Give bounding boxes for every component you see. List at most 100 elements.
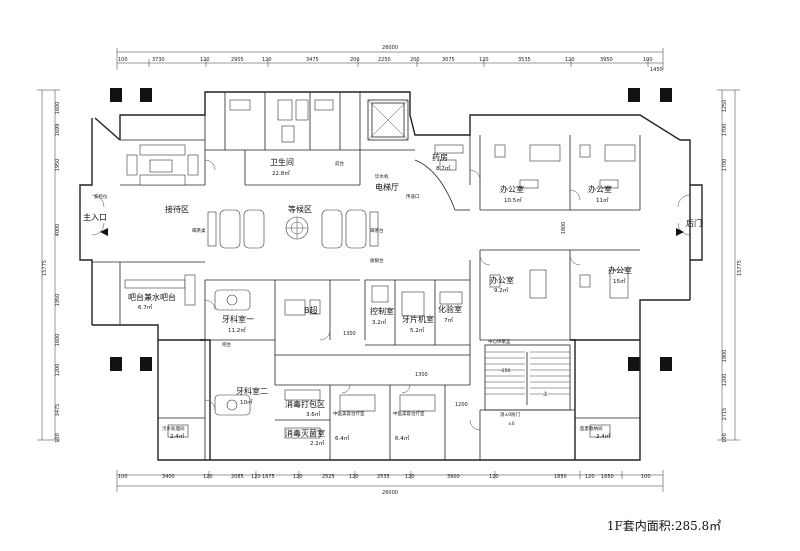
room-office2-name: 办公室 [588, 184, 612, 194]
room-lab-name: 化验室 [438, 304, 462, 314]
dim-top-9: 3075 [442, 57, 455, 63]
room-sterile-pack-name: 消毒打包区 [285, 399, 325, 409]
dim-bottom-8: 120 [349, 474, 359, 480]
dim-left-5: 1600 [55, 334, 61, 347]
room-waiting-name: 等候区 [288, 204, 312, 214]
label-stair-elev: -150 [500, 368, 510, 374]
room-main-entrance-name: 主入口 [83, 212, 107, 222]
room-tcm1-area: 6.4㎡ [335, 434, 350, 442]
right-dimension-lines [717, 89, 740, 441]
room-office3-area: 9.2㎡ [494, 286, 509, 294]
room-sewage-area: 2.4㎡ [170, 432, 185, 440]
dim-right-5: 1200 [722, 374, 728, 387]
dim-right-1: 1700 [722, 124, 728, 137]
room-bathroom-name: 卫生间 [270, 157, 294, 167]
top-dimension-lines [116, 48, 664, 70]
dim-right-total: 15775 [737, 260, 743, 276]
dim-top-6: 200 [350, 57, 360, 63]
floor-area-caption: 1F套内面积:285.8㎡ [607, 519, 721, 533]
dim-top-3: 2905 [231, 57, 244, 63]
dim-bottom-7: 2525 [322, 474, 335, 480]
dim-top-13: 3950 [600, 57, 613, 63]
dim-top-10: 120 [479, 57, 489, 63]
room-lab-area: 7㎡ [444, 316, 453, 324]
room-tcm1-name: 中医美容治疗室 [333, 410, 365, 417]
room-pharmacy-area: 8.7㎡ [436, 164, 451, 172]
dim-left-3: 4000 [55, 224, 61, 237]
dim-bottom-11: 3900 [447, 474, 460, 480]
structural-columns [110, 88, 672, 371]
room-office4-area: 15㎡ [613, 277, 626, 285]
room-sewage-name: 污水处理间 [162, 425, 185, 432]
dim-bottom-13: 1850 [554, 474, 567, 480]
dim-left-2: 1950 [55, 159, 61, 172]
dim-bottom-15: 1650 [601, 474, 614, 480]
room-office1-name: 办公室 [500, 184, 524, 194]
main-entrance-text: 主入口 [83, 212, 107, 222]
room-dental2-area: 10㎡ [240, 398, 253, 406]
dim-right-4: 1900 [722, 350, 728, 363]
label-duct: 传递口 [406, 193, 420, 200]
dim-bottom-5: 1875 [262, 474, 275, 480]
room-bar-area: 6.7㎡ [138, 303, 153, 311]
room-sterile-supply-area: 2.2㎡ [310, 439, 325, 447]
room-back-door-name: 后门 [686, 218, 702, 228]
dim-right-0: 1250 [722, 100, 728, 113]
room-sterile-pack-area: 3.6㎡ [306, 410, 321, 418]
room-dental1-area: 11.2㎡ [228, 326, 246, 334]
dim-right-2: 1700 [722, 159, 728, 172]
dim-bottom-4: 120 [251, 474, 261, 480]
room-office3-name: 办公室 [490, 275, 514, 285]
room-waste-name: 医废收纳间 [580, 425, 603, 432]
room-pharmacy-name: 药房 [432, 152, 448, 162]
room-dental-xray-name: 牙片机室 [402, 314, 434, 324]
label-corridor-1200: 1200 [455, 402, 468, 408]
dim-left-4: 1950 [55, 294, 61, 307]
dim-bottom-1: 3400 [162, 474, 175, 480]
dim-left-8: 100 [55, 433, 61, 443]
dim-bottom-16: 100 [641, 474, 651, 480]
room-tcm2-name: 中医美容治疗室 [393, 410, 425, 417]
label-corridor-1300b: 1300 [415, 372, 428, 378]
dim-left-7: 3475 [55, 404, 61, 417]
label-security: 安检仪 [94, 193, 108, 200]
bottom-dimension-lines [116, 470, 664, 492]
room-bar-name: 吧台兼水吧台 [128, 292, 176, 302]
label-cashier: 收银台 [370, 257, 384, 264]
dim-bottom-0: 100 [118, 474, 128, 480]
dim-top-15: 1450 [650, 67, 663, 73]
dim-left-6: 1200 [55, 364, 61, 377]
room-tcm2-area: 6.4㎡ [395, 434, 410, 442]
right-dims: 1250 1700 1700 1900 1200 2715 100 [722, 100, 728, 443]
stair-treads [485, 351, 570, 405]
dim-bottom-10: 120 [405, 474, 415, 480]
dim-left-total: 15775 [42, 260, 48, 276]
dim-top-14: 100 [643, 57, 653, 63]
label-reception-desk: 前台 [335, 160, 344, 167]
left-dims: 1600 1699 1950 4000 1950 1600 1200 3475 … [55, 102, 61, 443]
dim-bottom-2: 120 [203, 474, 213, 480]
label-up: 上 [543, 390, 548, 397]
left-dimension-lines [37, 89, 60, 441]
dim-bottom-6: 120 [293, 474, 303, 480]
entrance-arrows [100, 228, 684, 236]
label-elev-mark: ±0 [508, 421, 515, 427]
room-sterile-supply-name: 消毒灭菌室 [285, 428, 325, 438]
label-water: 饮水机 [375, 173, 389, 180]
room-dental2-name: 牙科室二 [236, 386, 268, 396]
room-reception-name: 接待区 [165, 204, 189, 214]
dim-right-6: 2715 [722, 408, 728, 421]
label-bar-note: 吧台 [222, 341, 231, 348]
label-drinking-left: 喝茶桌 [192, 227, 206, 234]
dim-bottom-9: 2535 [377, 474, 390, 480]
dim-bottom-12: 120 [489, 474, 499, 480]
dim-bottom-3: 2085 [231, 474, 244, 480]
dim-total-top: 26000 [382, 45, 398, 51]
room-waste-area: 2.4㎡ [596, 432, 611, 440]
room-b-ultrasound-name: B超 [304, 305, 318, 315]
dim-bottom-14: 120 [585, 474, 595, 480]
bottom-dims: 100 3400 120 2085 120 1875 120 2525 120 … [118, 474, 651, 480]
room-fire-door-name: 消±0防门 [500, 411, 521, 418]
label-corridor-1800: 1800 [561, 222, 567, 235]
dim-top-0: 100 [118, 57, 128, 63]
